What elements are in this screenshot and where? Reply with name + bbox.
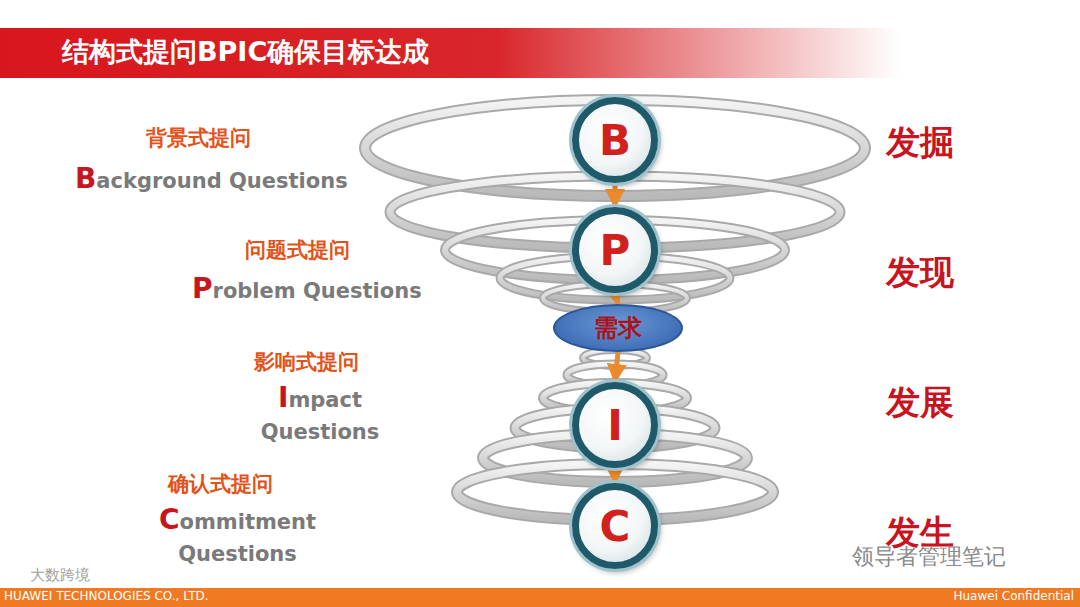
header-bar	[0, 28, 900, 78]
watermark: 大数跨境	[30, 566, 90, 585]
question-name: Problem Questions	[192, 272, 422, 305]
question-type: 背景式提问	[146, 124, 251, 152]
flow-arrow	[615, 293, 618, 304]
question-type: 影响式提问	[254, 348, 359, 376]
stage-verb: 发现	[886, 250, 954, 296]
footer-bar	[0, 588, 1080, 607]
flow-arrow	[613, 183, 618, 207]
stage-verb: 发掘	[886, 120, 954, 166]
stage-verb: 发展	[886, 380, 954, 426]
node-text: P	[600, 226, 631, 275]
node-text: I	[607, 401, 623, 450]
funnel-rings	[365, 100, 865, 520]
footer-company: HUAWEI TECHNOLOGIES CO., LTD.	[4, 589, 209, 603]
slide-title: 结构式提问BPIC确保目标达成	[62, 34, 429, 70]
stage-circle: I	[572, 382, 658, 468]
node-text: 需求	[594, 312, 642, 344]
footer-confidential: Huawei Confidential	[953, 589, 1074, 603]
flow-arrow	[615, 352, 618, 382]
question-type: 确认式提问	[168, 470, 273, 498]
watermark: 领导者管理笔记	[852, 542, 1006, 572]
stage-circle: B	[572, 97, 658, 183]
node-text: C	[600, 502, 631, 551]
need-ellipse: 需求	[553, 304, 683, 352]
stage-circle: C	[572, 483, 658, 569]
question-name: Impact Questions	[250, 382, 390, 448]
question-name: Background Questions	[75, 162, 348, 195]
node-text: B	[599, 116, 631, 165]
flow-arrow	[613, 468, 618, 483]
stage-circle: P	[572, 207, 658, 293]
question-name: Commitment Questions	[150, 504, 325, 570]
question-type: 问题式提问	[245, 236, 350, 264]
